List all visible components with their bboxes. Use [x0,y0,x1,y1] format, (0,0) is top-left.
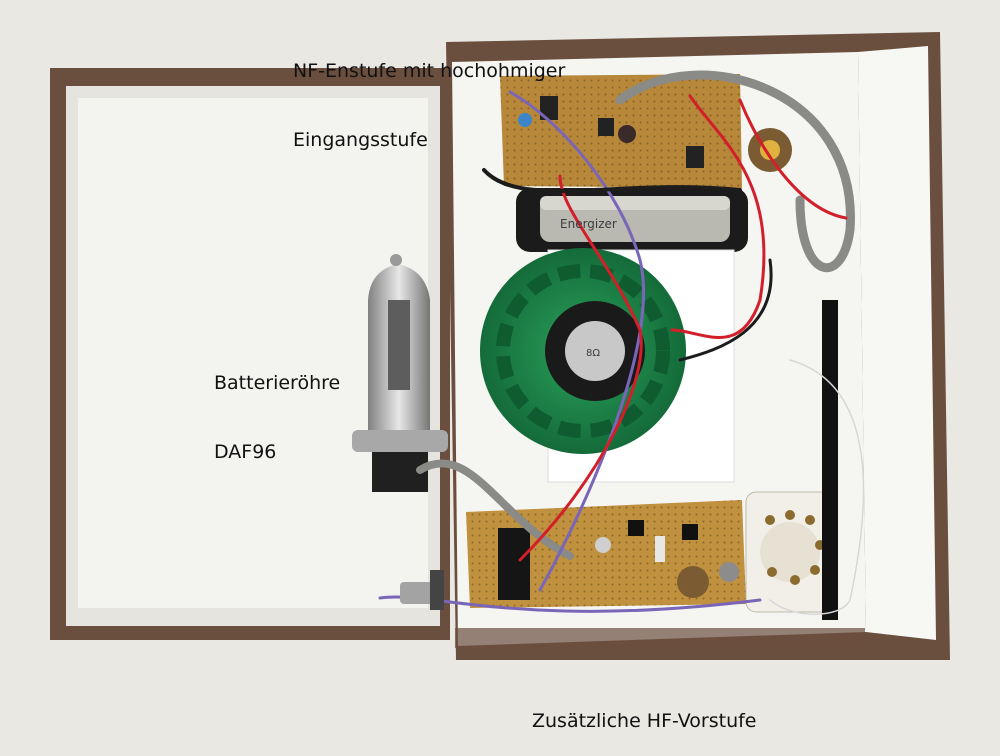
hf-perfboard [466,500,746,608]
speaker [480,248,735,483]
battery-brand-text: Energizer [560,217,617,231]
battery [516,188,748,252]
nf-stage-line-2: Eingangsstufe [293,129,428,151]
wires [378,70,865,615]
nf-perfboard [500,74,792,188]
nf-stage-label: NF-Enstufe mit hochohmiger Eingangsstufe [293,14,565,175]
tube-line-2: DAF96 [214,441,277,463]
ferrite-rod [822,300,838,620]
input-jack [400,570,444,610]
hf-stage-label: Zusätzliche HF-Vorstufe [532,664,756,756]
tube-label: Batterieröhre DAF96 [214,326,340,487]
vacuum-tube [352,254,448,492]
tube-socket [745,491,835,613]
nf-stage-line-1: NF-Enstufe mit hochohmiger [293,60,566,82]
speaker-marking-text: 8Ω [586,348,600,359]
hf-stage-line-1: Zusätzliche HF-Vorstufe [532,710,757,732]
photo-scene: Energizer 8Ω [50,32,950,660]
tube-line-1: Batterieröhre [214,372,341,394]
